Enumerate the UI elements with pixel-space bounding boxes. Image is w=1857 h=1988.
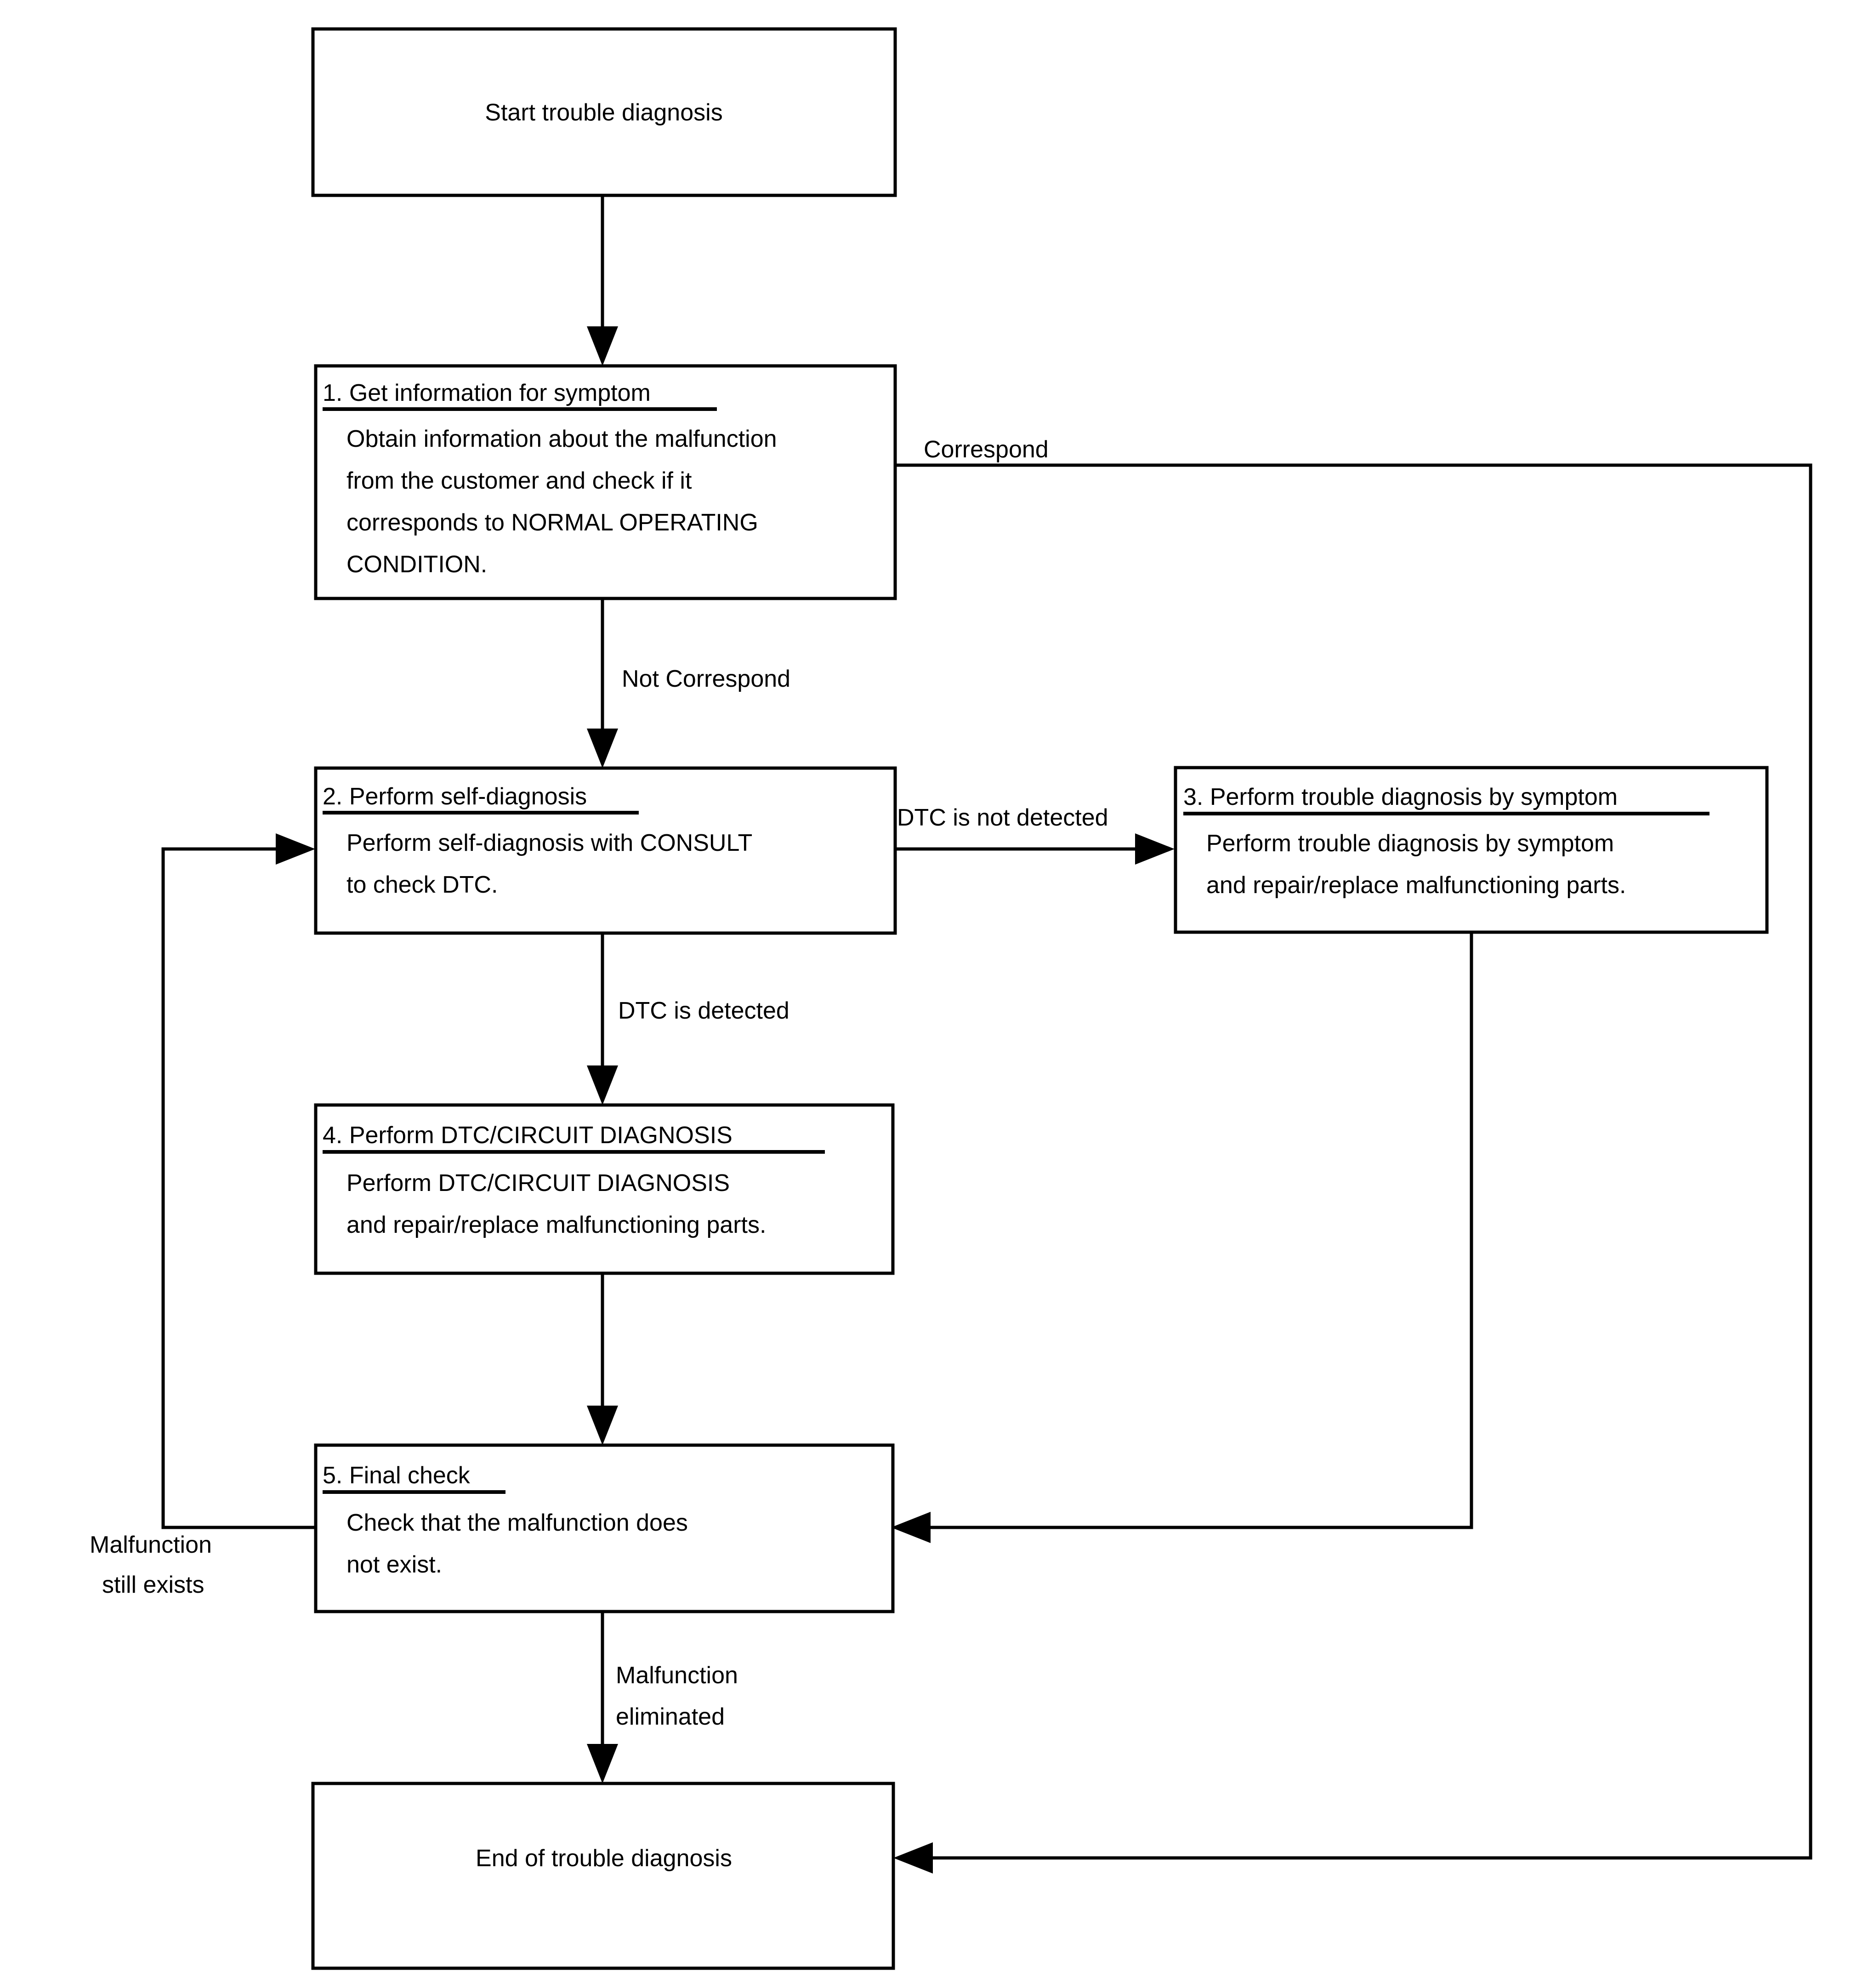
edge-label-correspond: Correspond [924,436,1049,463]
edge-step5-to-end [587,1612,618,1783]
node-step2-body-line-1: Perform self-diagnosis with CONSULT [346,830,752,856]
edge-start-to-step1 [587,195,618,366]
edge-step4-to-step5 [587,1273,618,1445]
edge-label-dtc-not-detected: DTC is not detected [897,804,1108,831]
node-step2-body-line-2: to check DTC. [346,872,498,898]
edge-label-not-correspond: Not Correspond [622,666,790,692]
edge-step5-feedback-to-step2 [161,833,316,1529]
node-step5-title: 5. Final check [323,1462,471,1489]
node-step4-body-line-1: Perform DTC/CIRCUIT DIAGNOSIS [346,1170,730,1196]
node-step3-body-line-1: Perform trouble diagnosis by symptom [1206,830,1614,857]
node-end-label: End of trouble diagnosis [476,1845,732,1872]
edge-label-malfunction-eliminated-line-2: eliminated [616,1703,725,1730]
edge-label-malfunction-eliminated-line-1: Malfunction [616,1662,738,1689]
node-step4[interactable]: 4. Perform DTC/CIRCUIT DIAGNOSIS Perform… [314,1103,895,1275]
node-step1-body-line-2: from the customer and check if it [346,467,692,494]
node-step5-body-line-1: Check that the malfunction does [346,1510,688,1536]
node-step4-title: 4. Perform DTC/CIRCUIT DIAGNOSIS [323,1122,733,1149]
edge-step2-to-step3 [895,833,1175,865]
node-start[interactable]: Start trouble diagnosis [311,27,897,197]
node-step1-title: 1. Get information for symptom [323,380,651,406]
node-step3[interactable]: 3. Perform trouble diagnosis by symptom … [1174,766,1769,934]
node-step1-body-line-3: corresponds to NORMAL OPERATING [346,509,758,536]
edge-step1-correspond-to-end [893,463,1812,1874]
edge-label-dtc-detected: DTC is detected [618,997,789,1024]
node-step5-body-line-2: not exist. [346,1551,442,1578]
edge-step1-to-step2 [587,598,618,768]
node-step2[interactable]: 2. Perform self-diagnosis Perform self-d… [314,766,897,935]
edge-step3-to-step5 [891,932,1473,1543]
node-step1-body-line-1: Obtain information about the malfunction [346,426,777,452]
node-step3-body-line-2: and repair/replace malfunctioning parts. [1206,872,1626,899]
edge-label-malfunction-still-exists-line-2: still exists [102,1572,204,1598]
node-step5[interactable]: 5. Final check Check that the malfunctio… [314,1443,895,1613]
edge-label-malfunction-still-exists-line-1: Malfunction [90,1532,212,1558]
node-end[interactable]: End of trouble diagnosis [311,1782,895,1970]
node-step4-body-line-2: and repair/replace malfunctioning parts. [346,1212,766,1238]
node-step1-body-line-4: CONDITION. [346,551,487,578]
node-step3-title: 3. Perform trouble diagnosis by symptom [1183,784,1618,810]
node-start-label: Start trouble diagnosis [485,99,722,126]
edge-step2-to-step4 [587,933,618,1105]
node-step2-title: 2. Perform self-diagnosis [323,783,587,810]
node-step1[interactable]: 1. Get information for symptom Obtain in… [314,364,897,600]
